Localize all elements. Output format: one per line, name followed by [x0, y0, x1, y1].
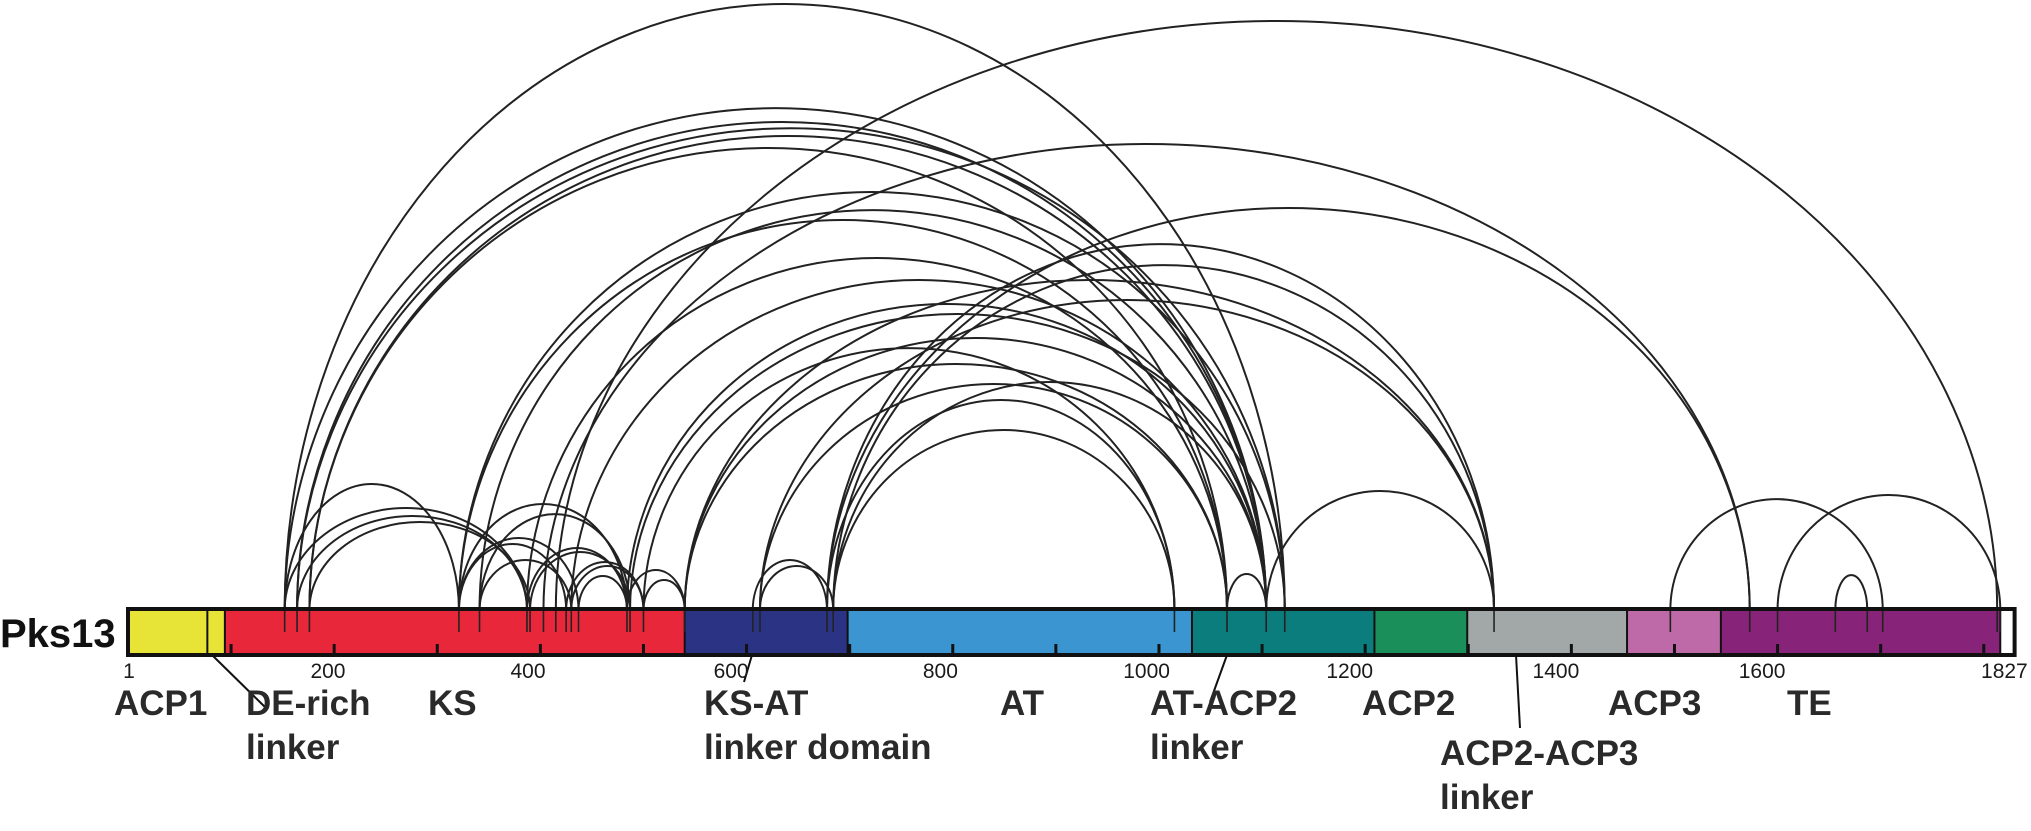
crosslink-arc [296, 515, 528, 611]
crosslink-arc [478, 559, 573, 611]
crosslink-arc [542, 143, 1751, 611]
crosslink-arc [832, 265, 1496, 611]
crosslink-arc [285, 108, 1267, 610]
crosslink-arc [1669, 497, 1884, 611]
crosslink-arc [1226, 573, 1268, 611]
crosslink-arc [751, 559, 828, 611]
bar-outline [126, 607, 2017, 657]
domain-label: AT-ACP2 linker [1150, 684, 1298, 767]
crosslink-arc [457, 219, 1229, 611]
domain-label: AT [1000, 684, 1045, 723]
domain-at [847, 610, 1192, 654]
crosslink-arc [571, 280, 1266, 610]
domain-label: KS [428, 684, 477, 723]
domain-ks-at-linker-domain [684, 610, 848, 654]
crosslink-arc [758, 382, 1229, 611]
crosslink-arc [825, 207, 1751, 611]
protein-name: Pks13 [0, 612, 116, 656]
crosslink-arc [577, 575, 628, 611]
domain-acp2 [1374, 610, 1468, 654]
crosslink-arc [308, 146, 1229, 611]
domain-ks [224, 610, 685, 654]
tick-label: 800 [922, 660, 958, 683]
domain-label: ACP3 [1608, 684, 1702, 723]
crosslink-arc [283, 483, 460, 611]
crosslink-arc [683, 337, 1268, 611]
domain-te [1720, 610, 2001, 654]
crosslink-arc [570, 565, 645, 611]
domain-acp1 [129, 610, 208, 654]
crosslink-arc [457, 543, 568, 611]
tick-label: 1600 [1738, 660, 1786, 683]
crosslink-arc [283, 507, 528, 611]
domain-c-terminus [2000, 610, 2012, 654]
crosslink-arc [758, 565, 835, 611]
tick-label: 200 [310, 660, 346, 683]
crosslink-arc [825, 399, 1176, 611]
domain-acp2-acp3-linker [1467, 610, 1628, 654]
crosslink-arc [554, 20, 1999, 611]
leader-line [1209, 654, 1228, 703]
domain-label: KS-AT linker domain [704, 684, 932, 767]
crosslink-arc [1834, 574, 1869, 611]
leader-line [1515, 654, 1521, 729]
tick-label: 600 [713, 660, 749, 683]
domain-label: ACP1 [114, 684, 208, 723]
crosslink-arc [1776, 494, 2002, 611]
sequence-bar [126, 607, 2017, 657]
crosslink-arc [832, 429, 1176, 611]
crosslink-arc [457, 537, 580, 611]
crosslink-arc [457, 191, 1286, 611]
crosslink-arc [309, 136, 1266, 610]
crosslink-arc [283, 3, 1286, 611]
crosslink-arc [642, 579, 686, 611]
leader-line [743, 654, 753, 683]
crosslink-arc [525, 257, 1229, 611]
crosslink-arc [525, 547, 628, 611]
crosslink-arc [478, 513, 632, 611]
crosslink-arc [296, 127, 1286, 611]
crosslink-arc [625, 303, 1268, 611]
domain-label: DE-rich linker [246, 684, 371, 767]
domain-label: ACP2 [1362, 684, 1456, 723]
crosslink-arc [625, 569, 686, 611]
tick-label: 400 [510, 660, 546, 683]
domain-de-rich-linker [207, 610, 225, 654]
leader-line [211, 654, 267, 709]
crosslink-arc [629, 313, 1286, 611]
crosslink-arc [1265, 490, 1496, 611]
label-leader-lines [211, 654, 1521, 729]
crosslink-arc [832, 381, 1268, 611]
domain-label: TE [1787, 684, 1832, 723]
domain-label: ACP2-ACP3 linker [1440, 734, 1639, 817]
crosslink-arc [457, 503, 628, 611]
tick-label: 1827 [1981, 660, 2028, 683]
tick-label: 1200 [1326, 660, 1374, 683]
tick-label: 1400 [1532, 660, 1580, 683]
tick-label: 1 [123, 660, 135, 683]
crosslink-arcs [283, 3, 2002, 611]
domain-at-acp2-linker [1191, 610, 1375, 654]
tick-label: 1000 [1123, 660, 1170, 683]
